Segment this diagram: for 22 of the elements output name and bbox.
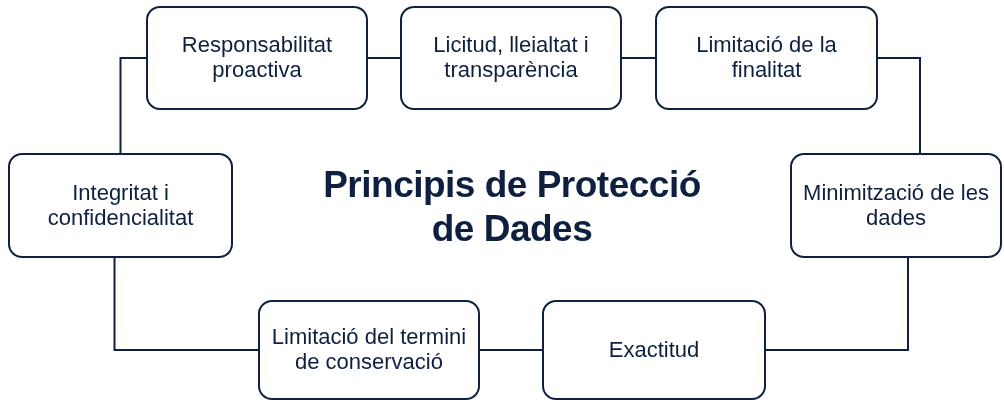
connector-line [113, 257, 259, 351]
principle-label: Licitud, lleialtat i transparència [432, 33, 590, 83]
principle-box [8, 153, 233, 258]
principle-label: Integritat i confidencialitat [46, 180, 195, 231]
principle-label: Limitació del termini de conservació [270, 325, 468, 375]
principle-box [542, 300, 766, 400]
connector-line [765, 257, 909, 351]
principle-box [400, 6, 622, 110]
connector-line [367, 57, 401, 59]
principle-label: Exactitud [608, 337, 700, 363]
diagram-title: Principis de Protecció de Dades [322, 163, 702, 252]
principle-box [146, 6, 368, 110]
principle-label: Limitació de la finalitat [695, 33, 838, 83]
connector-line [621, 57, 656, 59]
connector-line [119, 57, 147, 154]
connector-line [877, 57, 921, 154]
principle-label: Responsabilitat proactiva [180, 33, 334, 83]
principle-box [258, 300, 480, 400]
principle-box [655, 6, 878, 110]
principle-box [790, 153, 1002, 258]
principle-label: Minimització de les dades [802, 180, 990, 231]
connector-line [479, 349, 543, 351]
